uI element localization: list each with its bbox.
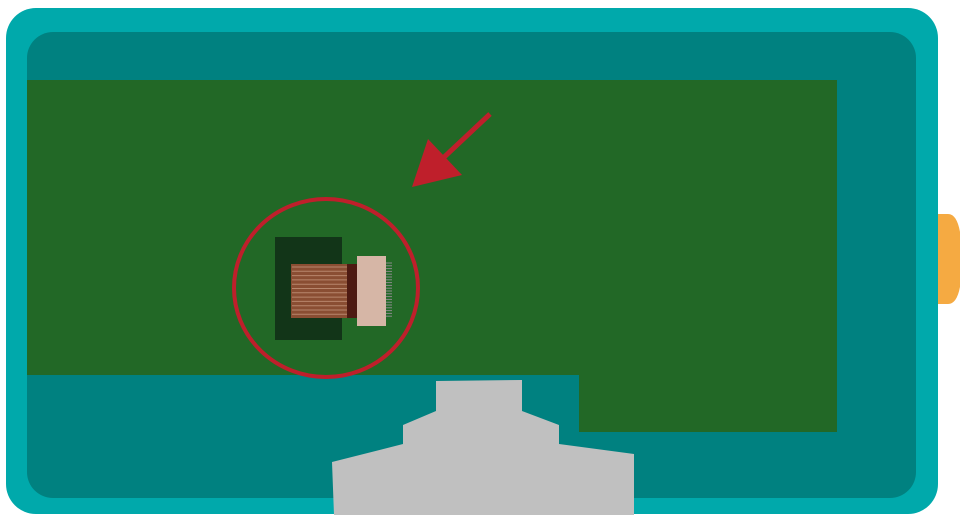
ribbon-cable xyxy=(291,264,353,318)
connector-pins xyxy=(386,262,392,317)
connector-body xyxy=(357,256,386,326)
base-stand xyxy=(332,380,634,515)
arrow-down-left-icon xyxy=(412,139,462,187)
highlight-circle-icon xyxy=(232,197,420,379)
ribbon-cable-stripes xyxy=(292,266,348,315)
circuit-board xyxy=(27,80,837,432)
connector-latch xyxy=(347,264,359,318)
arrow-shaft xyxy=(438,112,492,163)
